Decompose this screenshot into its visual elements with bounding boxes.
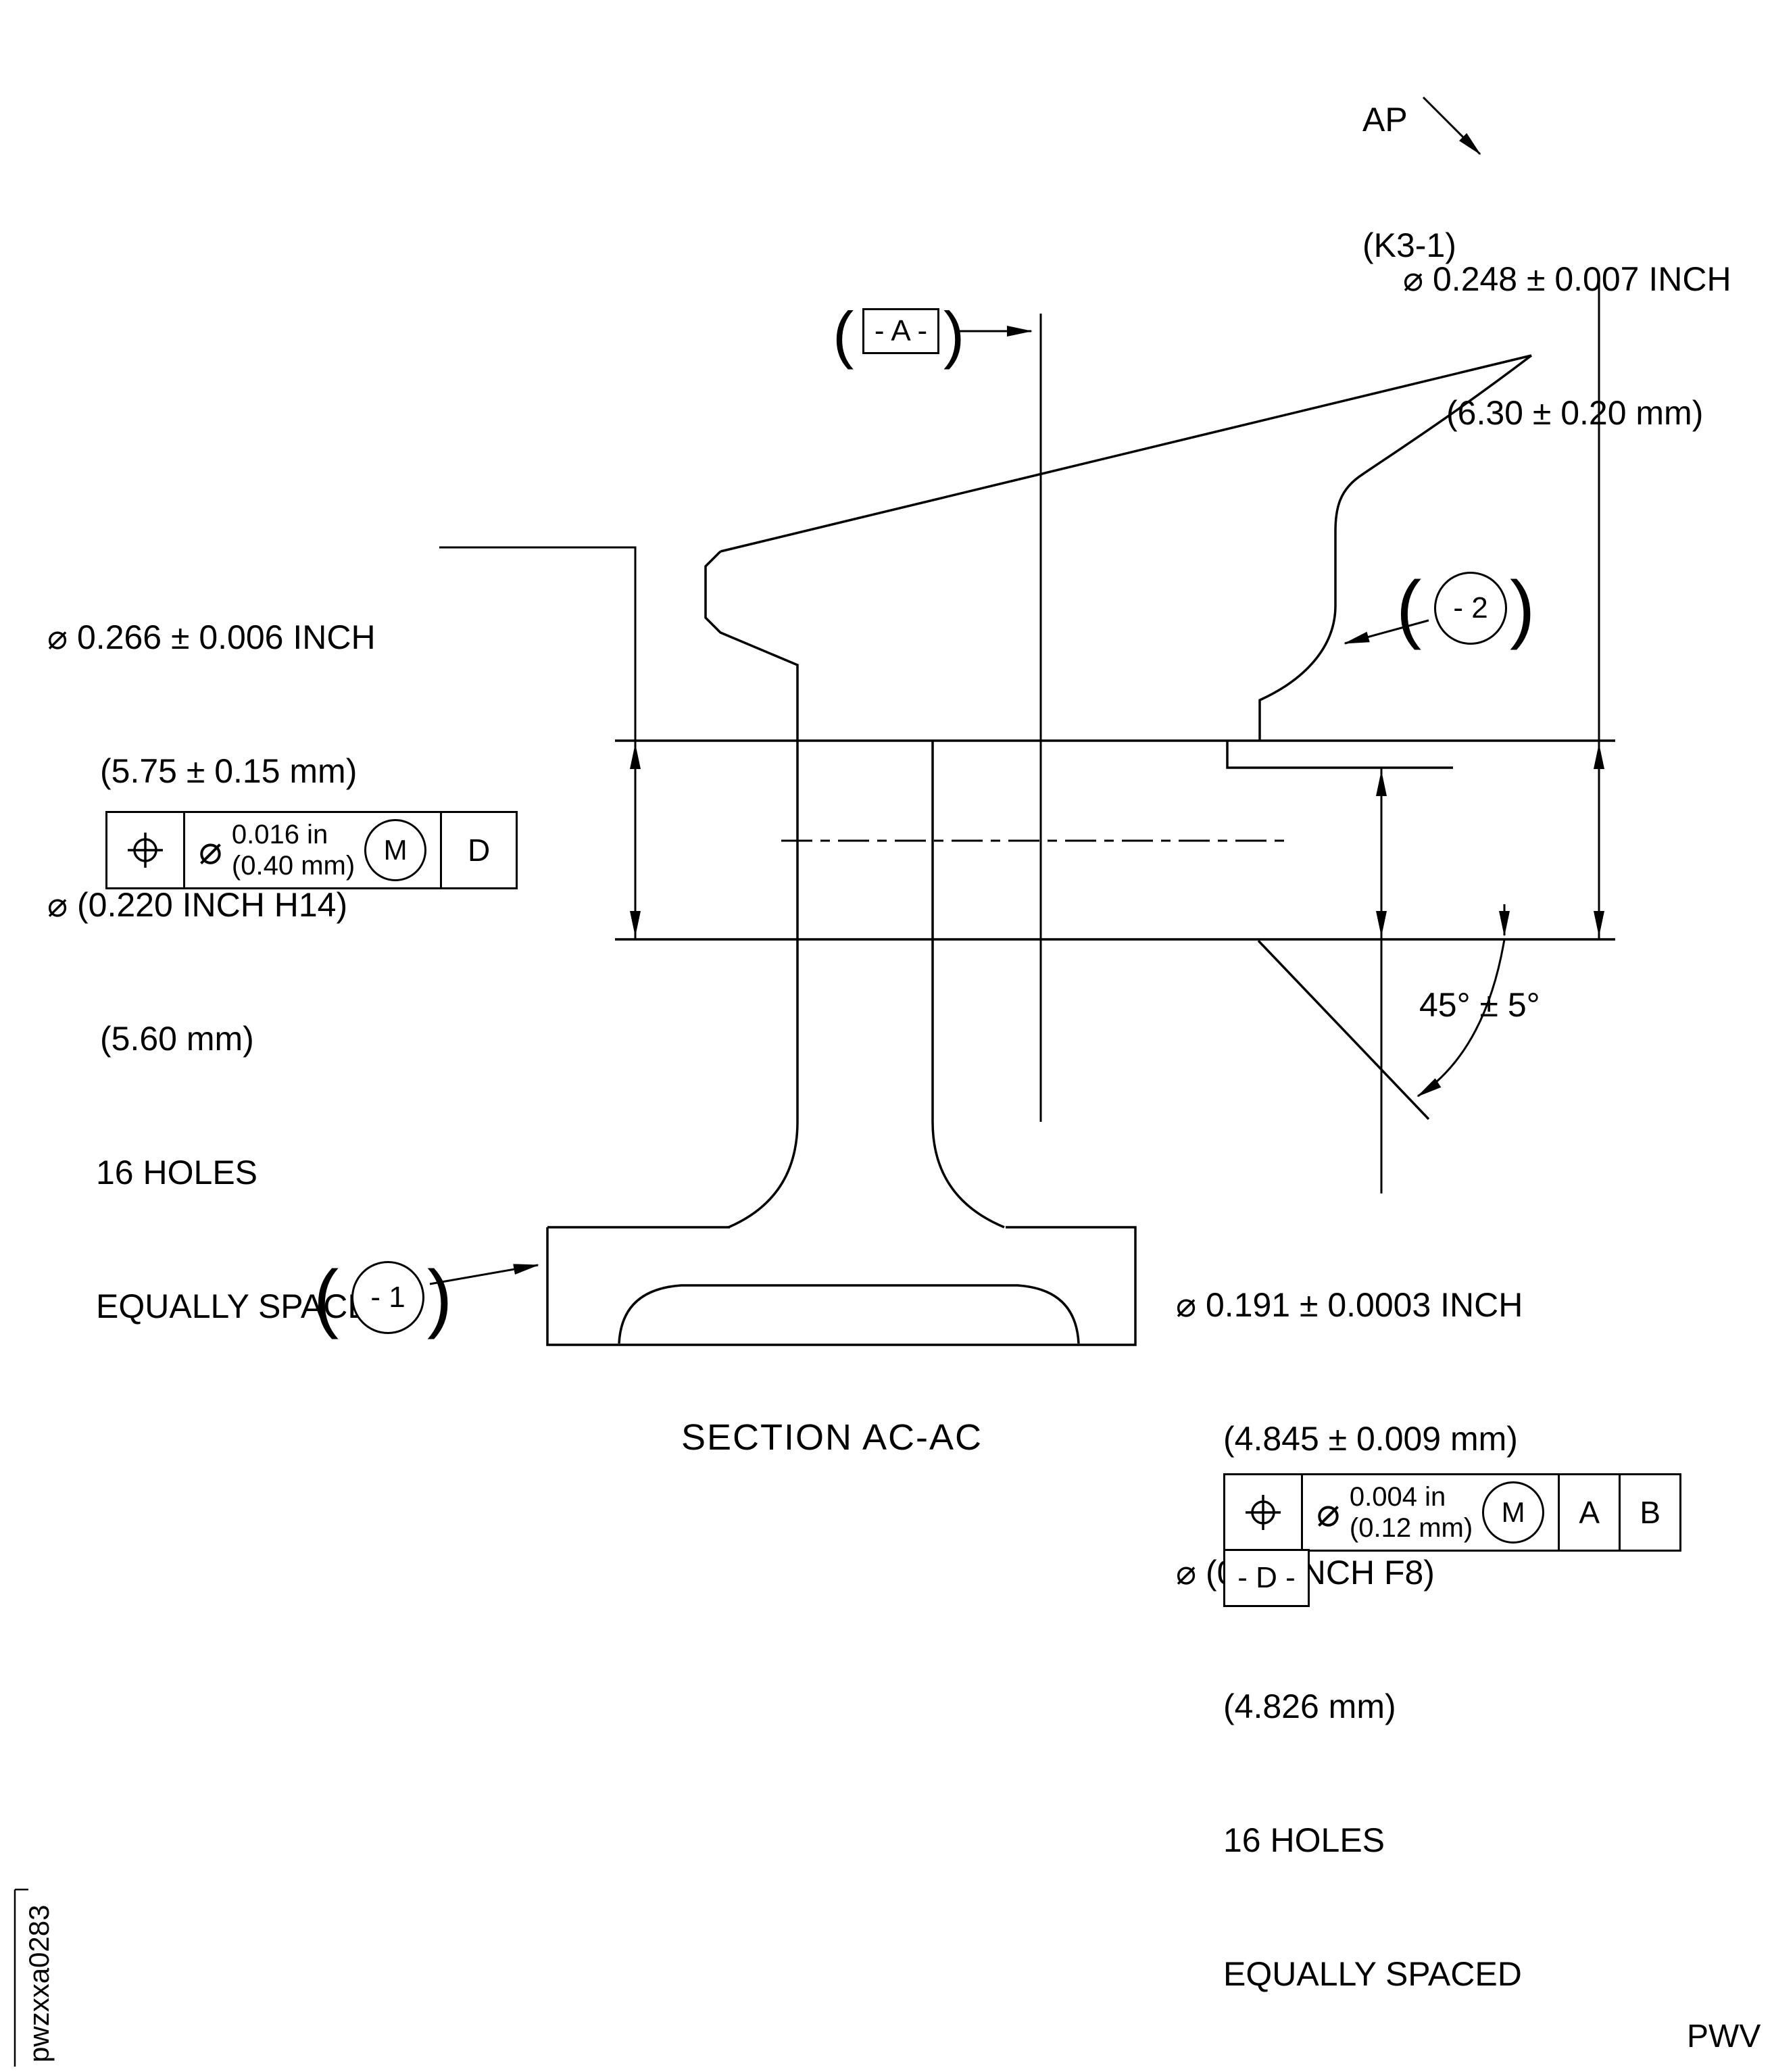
ap-hole-name: AP xyxy=(1362,101,1408,139)
left-alt-mm: (5.60 mm) xyxy=(100,1020,254,1058)
margin-bracket xyxy=(14,1888,28,2067)
datum-d-box: - D - xyxy=(1223,1549,1310,1607)
left-feature-control-frame: ⌀ 0.016 in (0.40 mm) M D xyxy=(105,811,518,889)
ap-dim-mm: (6.30 ± 0.20 mm) xyxy=(1446,394,1704,432)
ap-hole-dimension: ⌀ 0.248 ± 0.007 INCH (6.30 ± 0.20 mm) xyxy=(1403,168,1731,524)
position-symbol-icon xyxy=(1246,1495,1281,1530)
datum-a-paren-open: ( xyxy=(833,299,854,370)
drawing-number: pwzxxa0283 xyxy=(23,1904,55,2063)
ap-dim-inch: ⌀ 0.248 ± 0.007 INCH xyxy=(1403,260,1731,298)
diameter-symbol: ⌀ xyxy=(1316,1491,1340,1535)
tolerance-cell: ⌀ 0.004 in (0.12 mm) M xyxy=(1301,1475,1558,1550)
left-alt-inch: ⌀ (0.220 INCH H14) xyxy=(47,886,348,924)
tolerance-cell: ⌀ 0.016 in (0.40 mm) M xyxy=(183,813,440,887)
right-alt-mm: (4.826 mm) xyxy=(1223,1687,1396,1725)
left-dim-mm: (5.75 ± 0.15 mm) xyxy=(100,752,358,790)
balloon-item-1: - 1 xyxy=(351,1261,424,1334)
balloon-item-2: - 2 xyxy=(1434,572,1507,645)
tolerance-inch: 0.004 in xyxy=(1349,1482,1446,1512)
balloon-1-paren-open: ( xyxy=(314,1255,339,1339)
tolerance-values: 0.004 in (0.12 mm) xyxy=(1350,1481,1473,1544)
position-symbol-cell xyxy=(1225,1475,1301,1550)
tolerance-mm: (0.40 mm) xyxy=(231,851,355,881)
datum-a-paren-close: ) xyxy=(943,299,965,370)
ap-hole-ref: (K3-1) xyxy=(1362,226,1456,264)
tolerance-mm: (0.12 mm) xyxy=(1349,1513,1473,1543)
left-hole-callout: ⌀ 0.266 ± 0.006 INCH (5.75 ± 0.15 mm) ⌀ … xyxy=(47,526,395,1418)
balloon-2-paren-open: ( xyxy=(1396,566,1422,650)
balloon-1-paren-close: ) xyxy=(427,1255,453,1339)
diameter-symbol: ⌀ xyxy=(199,829,222,872)
datum-reference-a: A xyxy=(1558,1475,1619,1550)
datum-reference-d: D xyxy=(440,813,516,887)
left-dim-inch: ⌀ 0.266 ± 0.006 INCH xyxy=(47,618,376,656)
right-holes-spacing: EQUALLY SPACED xyxy=(1223,1955,1522,1993)
mmc-modifier-icon: M xyxy=(1482,1481,1545,1544)
tolerance-values: 0.016 in (0.40 mm) xyxy=(232,819,355,881)
footer-code: PWV xyxy=(1687,2019,1761,2054)
balloon-2-paren-close: ) xyxy=(1510,566,1535,650)
right-holes-count: 16 HOLES xyxy=(1223,1821,1385,1859)
mmc-modifier-icon: M xyxy=(364,819,427,881)
right-dim-inch: ⌀ 0.191 ± 0.0003 INCH xyxy=(1176,1286,1523,1324)
datum-a-flag: - A - xyxy=(862,308,939,354)
part-outline xyxy=(546,354,1615,1346)
right-hole-callout: ⌀ 0.191 ± 0.0003 INCH (4.845 ± 0.009 mm)… xyxy=(1176,1193,1523,2072)
left-holes-count: 16 HOLES xyxy=(96,1154,258,1191)
right-feature-control-frame: ⌀ 0.004 in (0.12 mm) M A B xyxy=(1223,1473,1682,1552)
right-dim-mm: (4.845 ± 0.009 mm) xyxy=(1223,1420,1518,1458)
arrow-leaders xyxy=(429,96,1604,1285)
position-symbol-cell xyxy=(107,813,183,887)
datum-reference-b: B xyxy=(1619,1475,1679,1550)
ap-hole-label: AP (K3-1) xyxy=(1362,15,1456,350)
dimension-lines xyxy=(439,274,1600,1193)
section-title: SECTION AC-AC xyxy=(681,1417,983,1458)
angle-dimension: 45° ± 5° xyxy=(1419,986,1540,1024)
tolerance-inch: 0.016 in xyxy=(231,820,328,849)
left-holes-spacing: EQUALLY SPACED xyxy=(96,1287,395,1325)
position-symbol-icon xyxy=(128,833,163,868)
